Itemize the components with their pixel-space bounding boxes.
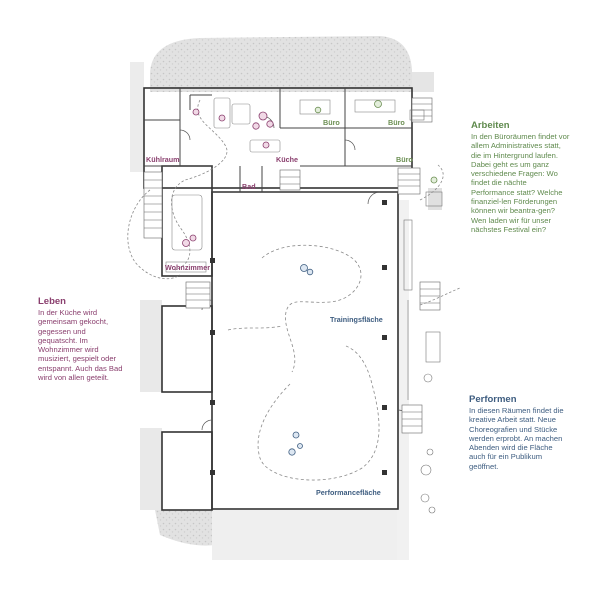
note-performen: Performen In diesen Räumen findet die kr… — [469, 394, 565, 471]
label-buero-2: Büro — [388, 118, 405, 127]
people-sketches — [182, 108, 274, 247]
note-arbeiten-text: In den Büroräumen findet vor allem Admin… — [471, 132, 570, 234]
note-leben-text: In der Küche wird gemeinsam gekocht, geg… — [38, 308, 123, 383]
label-buero-3: Büro — [396, 155, 413, 164]
outdoor-furniture — [403, 109, 443, 514]
note-arbeiten-title: Arbeiten — [471, 120, 510, 131]
kitchen-furniture — [165, 97, 396, 273]
label-buero-1: Büro — [323, 118, 340, 127]
note-arbeiten: Arbeiten In den Büroräumen findet vor al… — [471, 120, 571, 234]
office-people — [314, 100, 438, 184]
note-leben-title: Leben — [38, 296, 66, 307]
columns — [210, 200, 387, 475]
note-performen-text: In diesen Räumen findet die kreative Arb… — [469, 406, 564, 471]
label-bad: Bad — [242, 182, 256, 191]
site-surroundings — [130, 36, 442, 560]
interior-walls — [144, 88, 412, 193]
dancer-sketches — [288, 264, 314, 456]
label-kueche: Küche — [276, 155, 298, 164]
label-performanceflaeche: Performancefläche — [316, 488, 381, 497]
label-kuehlraum: Kühlraum — [146, 155, 180, 164]
note-leben: Leben In der Küche wird gemeinsam gekoch… — [38, 296, 124, 382]
movement-paths — [127, 99, 461, 306]
label-trainingsflaeche: Trainingsfläche — [330, 315, 383, 324]
note-performen-title: Performen — [469, 394, 517, 405]
walls — [143, 87, 413, 511]
label-wohnzimmer: Wohnzimmer — [165, 263, 210, 272]
stairs — [143, 97, 441, 434]
training-path — [227, 244, 380, 481]
